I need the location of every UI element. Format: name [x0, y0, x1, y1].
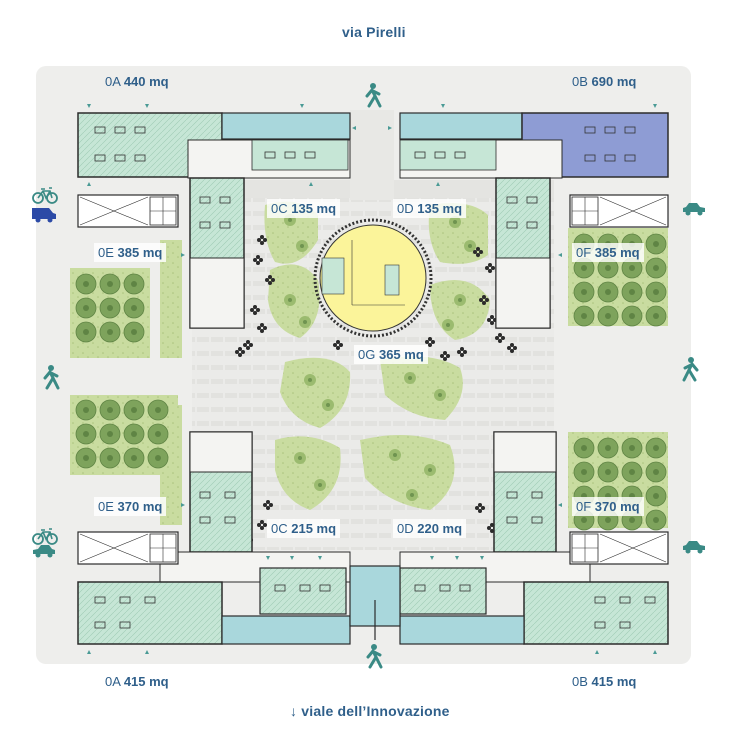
- street-south: ↓ viale dell’Innovazione: [290, 703, 450, 719]
- pedestrian-icon: [682, 355, 699, 382]
- unit-label-0D-north: 0D 135 mq: [393, 199, 467, 218]
- building-0A-north: [77, 112, 351, 329]
- unit-label-0C-south: 0C 215 mq: [267, 519, 341, 538]
- van-icon: [32, 208, 56, 223]
- unit-label-0F-lower: 0F 370 mq: [572, 497, 644, 516]
- unit-label-0B-north: 0B 690 mq: [572, 74, 637, 89]
- access-arrow-icon: [87, 104, 657, 654]
- car-icon: [683, 541, 705, 554]
- building-0B-north: [399, 112, 669, 329]
- unit-label-0A-south: 0A 415 mq: [105, 674, 169, 689]
- courtyard-gardens: [264, 201, 490, 510]
- street-north: via Pirelli: [342, 24, 406, 40]
- north-entrance-path: [350, 110, 394, 200]
- unit-label-0A-north: 0A 440 mq: [105, 74, 169, 89]
- pavilion-0G: [313, 218, 433, 338]
- service-block-east-lower: [569, 531, 669, 565]
- bicycle-icon: [32, 528, 58, 545]
- west-strip-upper: [160, 240, 182, 358]
- pedestrian-icon: [366, 642, 383, 669]
- bicycle-icon: [32, 187, 58, 204]
- west-tree-grid-upper: [75, 273, 145, 343]
- pedestrian-icon: [43, 363, 60, 390]
- unit-label-0C-north: 0C 135 mq: [267, 199, 341, 218]
- car-icon: [33, 545, 55, 558]
- unit-label-0F-upper: 0F 385 mq: [572, 243, 644, 262]
- car-icon: [683, 203, 705, 216]
- unit-label-0E-lower: 0E 370 mq: [94, 497, 167, 516]
- unit-label-0G: 0G 365 mq: [354, 345, 428, 364]
- unit-label-0D-south: 0D 220 mq: [393, 519, 467, 538]
- building-0E-0A-south: [77, 431, 351, 645]
- unit-label-0E-upper: 0E 385 mq: [94, 243, 167, 262]
- service-block-west-upper: [77, 194, 179, 228]
- unit-label-0B-south: 0B 415 mq: [572, 674, 637, 689]
- pedestrian-icon: [365, 81, 382, 108]
- service-block-west-lower: [77, 531, 179, 565]
- service-block-east-upper: [569, 194, 669, 228]
